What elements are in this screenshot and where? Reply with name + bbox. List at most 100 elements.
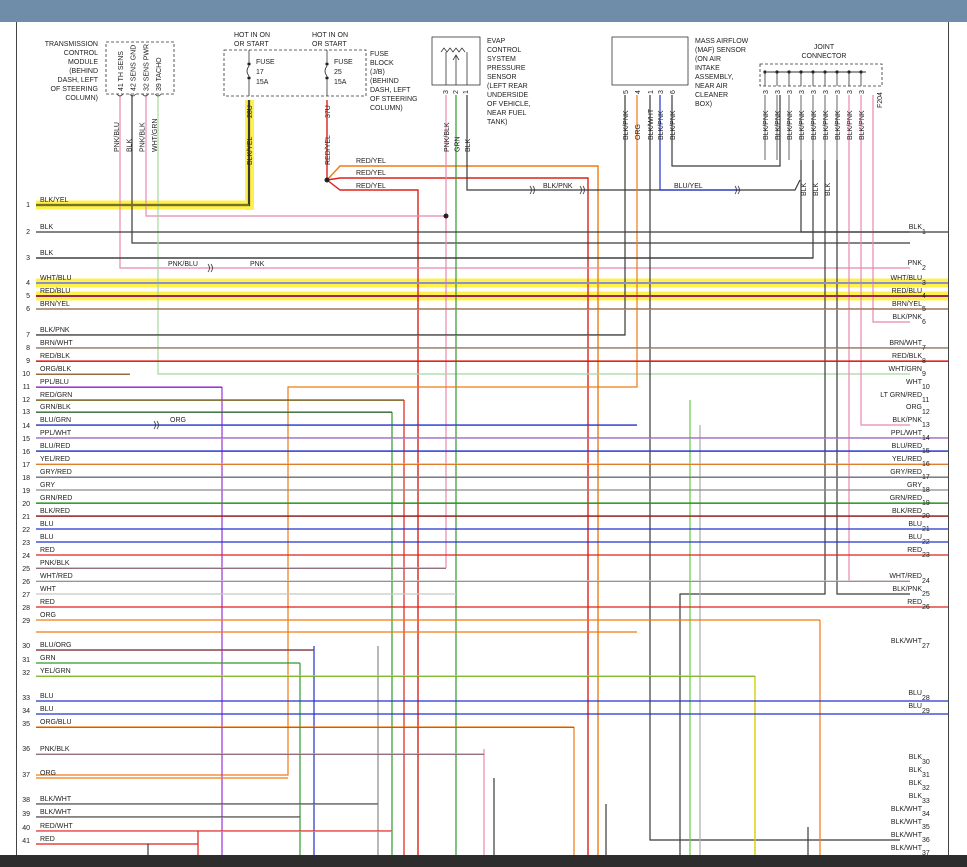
fuse-label: FUSE — [256, 59, 275, 66]
pnk-label: PNK — [250, 261, 265, 268]
left-wire-label: BLU — [40, 693, 54, 700]
maf-org-wire — [36, 95, 638, 776]
right-pin-number: 10 — [922, 384, 930, 391]
left-wire-label: BRN/WHT — [40, 340, 73, 347]
left-pin-number: 39 — [22, 811, 30, 818]
joint-blk-3 — [679, 160, 826, 857]
fuse-block-title: (BEHIND — [370, 78, 399, 85]
left-pin-number: 11 — [23, 384, 30, 391]
left-pin-number: 38 — [22, 797, 30, 804]
joint-pin: 3 — [775, 90, 782, 94]
left-wire-label: WHT — [40, 586, 57, 593]
redyel-branch-3 — [326, 179, 419, 857]
evap-title: UNDERSIDE — [487, 92, 529, 99]
maf-wire-label: BLK/PNK — [623, 110, 630, 140]
maf-title: CLEANER — [695, 92, 728, 99]
joint-pin: 3 — [763, 90, 770, 94]
fuse-block-title: BLOCK — [370, 60, 394, 67]
left-pin-number: 17 — [22, 462, 30, 469]
left-wire-label: PNK/BLK — [40, 560, 70, 567]
fuse-label: 15A — [334, 79, 347, 86]
joint-code: F204 — [877, 92, 884, 108]
evap-wire-label: GRN — [455, 136, 462, 152]
right-border — [948, 22, 949, 855]
right-wire-label: RED — [907, 599, 922, 606]
joint-wire-label: BLK/PNK — [799, 110, 806, 140]
left-wire-label: WHT/RED — [40, 573, 73, 580]
maf-title: (MAF) SENSOR — [695, 47, 746, 54]
joint-wire-label: BLK/PNK — [787, 110, 794, 140]
maf-blkpnk-loop — [671, 95, 781, 167]
right-pin-number: 26 — [922, 604, 930, 611]
maf-pin: 6 — [670, 90, 677, 94]
fuse-terminal — [325, 62, 329, 66]
left-pin-number: 41 — [22, 838, 30, 845]
right-pin-number: 9 — [922, 371, 926, 378]
connector-break — [579, 185, 585, 195]
right-pin-number: 16 — [922, 461, 930, 468]
splice-dot — [443, 213, 449, 219]
tcm-pin-label: 39 TACHO — [156, 57, 163, 91]
maf-box — [611, 36, 689, 86]
fuse-wire-label: RED/YEL — [325, 135, 332, 165]
tcm-pnkblk-wire — [145, 95, 447, 568]
tcm-pin-cup — [154, 93, 162, 97]
left-pin-number: 14 — [22, 423, 30, 430]
fuse-label: 17 — [256, 69, 264, 76]
fuse-element — [246, 65, 250, 77]
maf-bluyel-wire — [659, 95, 740, 191]
evap-title: OF VEHICLE, — [487, 101, 531, 108]
left-pin-number: 1 — [26, 202, 30, 209]
left-wire-label: BLK/RED — [40, 508, 70, 515]
left-pin-number: 36 — [22, 746, 30, 753]
joint-wire-label: BLK/PNK — [775, 110, 782, 140]
right-wire-label: BLK/WHT — [891, 806, 923, 813]
right-pin-number: 33 — [922, 798, 930, 805]
right-wire-label: BLK/PNK — [892, 417, 922, 424]
left-pin-number: 5 — [26, 293, 30, 300]
right-pin-number: 13 — [922, 422, 930, 429]
right-pin-number: 17 — [922, 474, 930, 481]
right-wire-label: BLU — [908, 703, 922, 710]
left-wire-label: ORG — [40, 770, 56, 777]
right-wire-label: BLK/WHT — [891, 845, 923, 852]
tcm-pin-cup — [116, 93, 124, 97]
right-pin-number: 34 — [922, 811, 930, 818]
right-wire-label: ORG — [906, 404, 922, 411]
left-wire-label: BLU/ORG — [40, 642, 72, 649]
right-pin-number: 7 — [922, 345, 926, 352]
tcm-title: OF STEERING — [51, 86, 98, 93]
left-pin-number: 3 — [26, 255, 30, 262]
fuse-label: 25 — [334, 69, 342, 76]
right-pin-number: 24 — [922, 578, 930, 585]
right-pin-number: 29 — [922, 708, 930, 715]
right-wire-label: PNK — [908, 260, 923, 267]
left-pin-number: 8 — [26, 345, 30, 352]
connector-break — [734, 185, 740, 195]
right-wire-label: BRN/YEL — [892, 301, 922, 308]
joint-wire-label: BLK/PNK — [859, 110, 866, 140]
evap-wire-label: BLK — [465, 138, 472, 152]
right-pin-number: 19 — [922, 500, 930, 507]
tcm-wire-label: BLK — [127, 138, 134, 152]
right-wire-label: BLK/PNK — [892, 314, 922, 321]
left-pin-number: 27 — [22, 592, 30, 599]
left-wire-label: RED/BLK — [40, 353, 70, 360]
right-wire-label: RED/BLU — [892, 288, 922, 295]
evap-pin: 1 — [463, 90, 470, 94]
evap-title: SENSOR — [487, 74, 517, 81]
fuse-block-title: DASH, LEFT — [370, 87, 411, 94]
left-pin-number: 34 — [22, 708, 30, 715]
vert-blk-label: BLK — [813, 182, 820, 196]
left-wire-label: BLU — [40, 534, 54, 541]
joint-pin: 3 — [847, 90, 854, 94]
right-wire-label: BLU — [908, 690, 922, 697]
redyel-label-1: RED/YEL — [356, 158, 386, 165]
left-pin-number: 22 — [22, 527, 30, 534]
right-wire-label: PPL/WHT — [891, 430, 923, 437]
tcm-title: (BEHIND — [69, 68, 98, 75]
joint-blk-4 — [836, 160, 910, 595]
left-pin-number: 12 — [22, 397, 30, 404]
left-wire-label: BLU — [40, 706, 54, 713]
right-wire-label: GRY — [907, 482, 922, 489]
